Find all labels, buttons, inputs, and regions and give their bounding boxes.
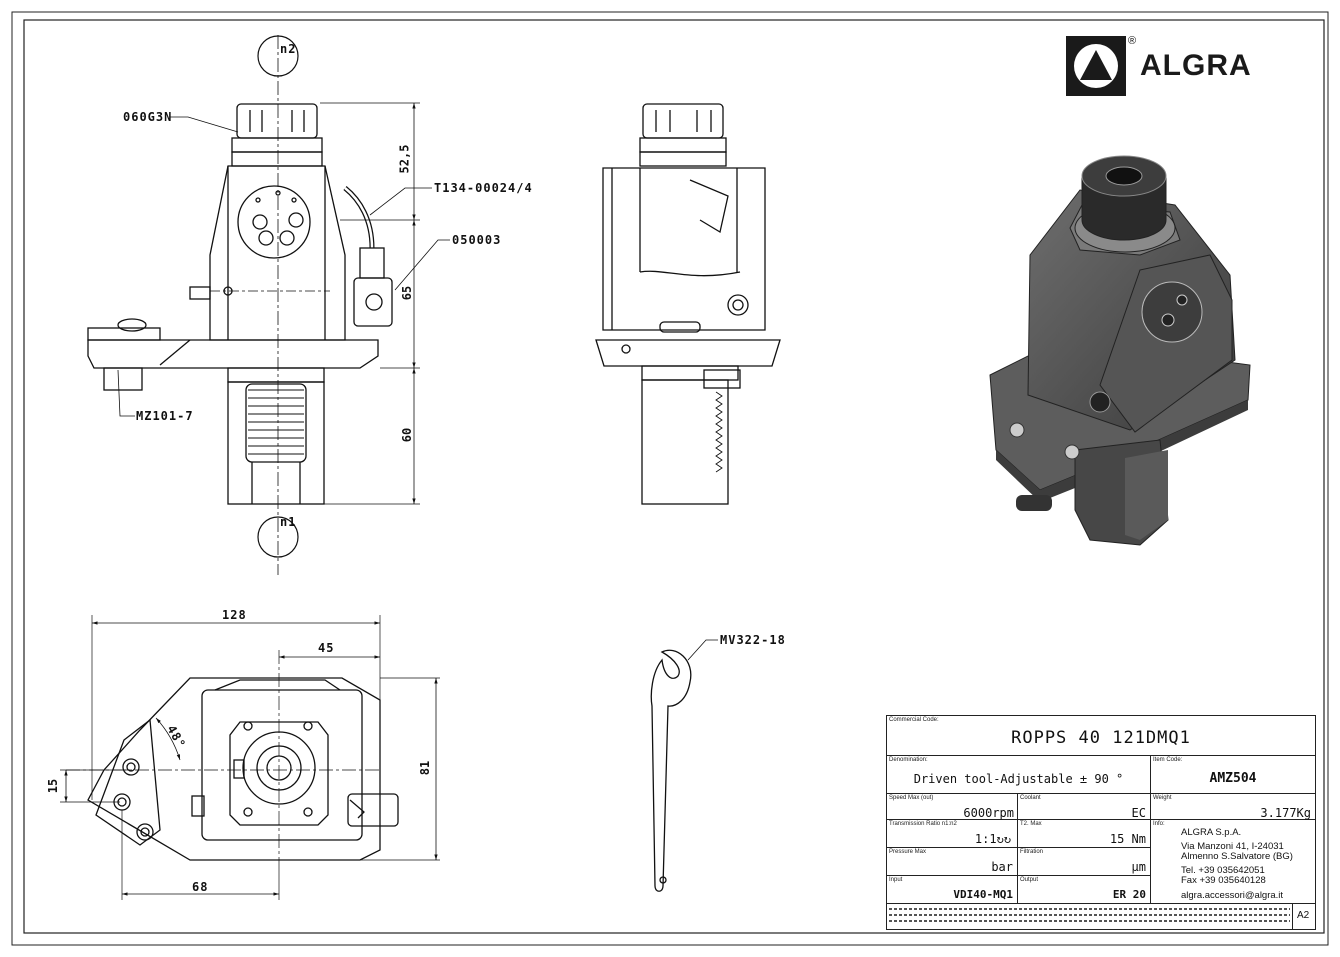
torque-max-unit: Nm xyxy=(1131,832,1146,846)
speed-max-value-group: 6000rpm xyxy=(963,806,1014,820)
fine-print-line xyxy=(889,908,1290,910)
weight-value: 3.177Kg xyxy=(1260,806,1311,820)
wrench-drawing xyxy=(650,639,718,892)
transmission-cell: Transmission Ratio n1:n2 1:1↻↻ xyxy=(887,820,1018,848)
dim-68: 68 xyxy=(192,880,209,894)
dim-60: 60 xyxy=(400,427,415,443)
info-company: ALGRA S.p.A. xyxy=(1181,827,1242,838)
input-caption: Input xyxy=(889,877,903,883)
weight-cell: Weight 3.177Kg xyxy=(1151,794,1315,820)
dim-15: 15 xyxy=(46,778,61,794)
dim-81: 81 xyxy=(418,760,433,776)
front-view xyxy=(87,35,450,575)
denomination-value: Driven tool-Adjustable ± 90 ° xyxy=(913,772,1124,786)
filtration-caption: Filtration xyxy=(1020,849,1044,855)
side-view xyxy=(595,103,781,505)
denomination-cell: Denomination: Driven tool-Adjustable ± 9… xyxy=(887,756,1151,794)
item-code-cell: Item Code: AMZ504 xyxy=(1151,756,1315,794)
transmission-value: 1:1↻↻ xyxy=(974,832,1011,846)
pressure-max-caption: Pressure Max xyxy=(889,849,927,855)
top-view xyxy=(60,615,440,900)
speed-max-unit: rpm xyxy=(992,806,1014,820)
algra-logo-mark xyxy=(1066,36,1126,96)
speed-max-value: 6000 xyxy=(963,806,993,820)
coolant-value: EC xyxy=(1131,806,1146,820)
weight-caption: Weight xyxy=(1153,795,1172,801)
pressure-max-cell: Pressure Max bar xyxy=(887,848,1018,876)
algra-logo: ® ALGRA xyxy=(1066,35,1252,97)
tube-callout: T134-00024/4 xyxy=(434,181,533,195)
info-cell: Info: ALGRA S.p.A. Via Manzoni 41, I-240… xyxy=(1151,820,1315,904)
dim-52-5: 52,5 xyxy=(397,144,412,174)
torque-max-value-group: 15 Nm xyxy=(1110,832,1146,846)
info-email[interactable]: algra.accessori@algra.it xyxy=(1181,890,1284,901)
sheet-size: A2 xyxy=(1297,910,1310,921)
input-cell: Input VDI40-MQ1 xyxy=(887,876,1018,904)
coolant-caption: Coolant xyxy=(1020,795,1041,801)
item-code-value: AMZ504 xyxy=(1209,771,1257,786)
transmission-caption: Transmission Ratio n1:n2 xyxy=(889,821,957,827)
coolant-cell: Coolant EC xyxy=(1018,794,1151,820)
screw-callout: MZ101-7 xyxy=(136,409,194,423)
filtration-unit: μm xyxy=(1131,860,1146,874)
info-address-line-2: Almenno S.Salvatore (BG) xyxy=(1181,851,1293,862)
fitting-callout: 050003 xyxy=(452,233,502,247)
brand-name: ALGRA xyxy=(1140,49,1252,82)
pressure-max-unit: bar xyxy=(991,860,1013,874)
dim-65: 65 xyxy=(400,285,415,301)
torque-max-caption: T2. Max xyxy=(1020,821,1042,827)
commercial-code-caption: Commercial Code: xyxy=(889,717,939,723)
torque-max-cell: T2. Max 15 Nm xyxy=(1018,820,1151,848)
fine-print-line xyxy=(889,920,1290,922)
title-block: Commercial Code: ROPPS 40 121DMQ1 Denomi… xyxy=(886,715,1316,930)
item-code-caption: Item Code: xyxy=(1153,757,1183,763)
info-fax: Fax +39 035640128 xyxy=(1181,875,1266,886)
output-value: ER 20 xyxy=(1112,888,1146,901)
speed-max-cell: Speed Max (out) 6000rpm xyxy=(887,794,1018,820)
drawing-frame xyxy=(11,11,1329,946)
rotation-label-n1: n1 xyxy=(280,515,297,529)
info-tel: Tel. +39 035642051 xyxy=(1181,865,1265,876)
collet-callout: 060G3N xyxy=(123,110,173,124)
dim-45: 45 xyxy=(318,641,335,655)
fine-print-area xyxy=(887,904,1293,929)
info-address-line-1: Via Manzoni 41, I-24031 xyxy=(1181,841,1284,852)
input-value: VDI40-MQ1 xyxy=(953,888,1013,901)
commercial-code-cell: Commercial Code: ROPPS 40 121DMQ1 xyxy=(887,716,1315,756)
info-caption: Info: xyxy=(1153,821,1165,827)
output-cell: Output ER 20 xyxy=(1018,876,1151,904)
rotation-label-n2: n2 xyxy=(280,42,297,56)
filtration-cell: Filtration μm xyxy=(1018,848,1151,876)
isometric-render xyxy=(989,155,1251,546)
denomination-caption: Denomination: xyxy=(889,757,928,763)
wrench-callout: MV322-18 xyxy=(720,633,786,647)
torque-max-value: 15 xyxy=(1109,832,1125,846)
commercial-code-value: ROPPS 40 121DMQ1 xyxy=(1011,728,1191,748)
fine-print-line xyxy=(889,914,1290,916)
registered-mark: ® xyxy=(1128,35,1137,47)
dim-128: 128 xyxy=(222,608,247,622)
output-caption: Output xyxy=(1020,877,1039,883)
speed-max-caption: Speed Max (out) xyxy=(889,795,934,801)
